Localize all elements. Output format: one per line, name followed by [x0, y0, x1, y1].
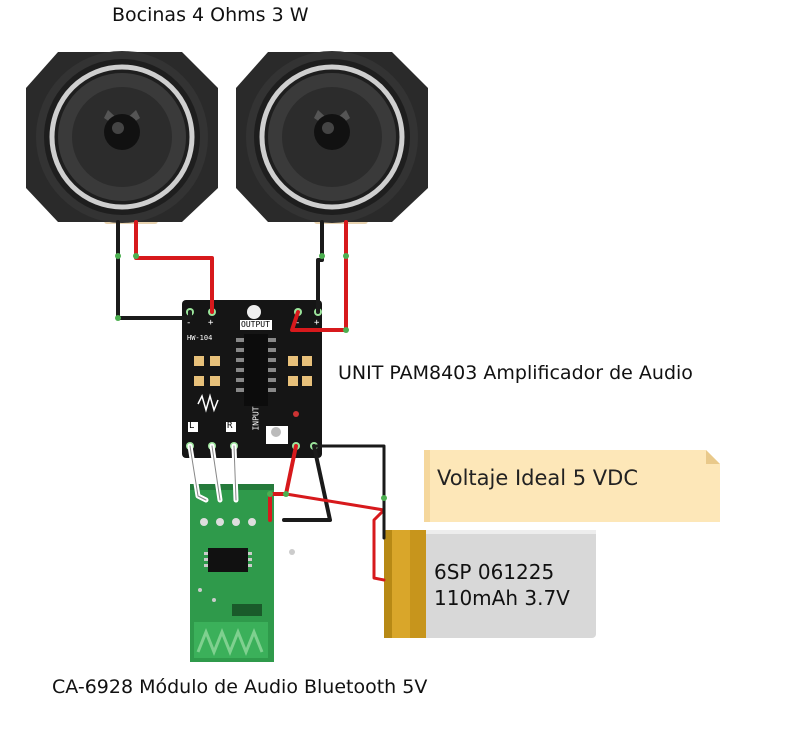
voltage-note-text: Voltaje Ideal 5 VDC: [437, 466, 639, 490]
board-minus-left: -: [186, 318, 192, 328]
wire-audio-l-outline: [189, 445, 207, 501]
wire-audio-r-outline: [233, 445, 237, 501]
wire-power-red-batt: [284, 492, 386, 582]
board-model-label: HW-104: [187, 334, 213, 342]
battery: [384, 530, 596, 638]
wire-spk-right-red: [290, 220, 348, 332]
amplifier-board: [182, 300, 322, 458]
speaker-right: [236, 51, 428, 224]
speakers-label: Bocinas 4 Ohms 3 W: [112, 4, 309, 26]
battery-model-text: 6SP 061225: [434, 560, 555, 584]
board-plus-right: +: [314, 318, 320, 328]
board-ch-left: L: [189, 421, 195, 431]
speaker-left: [26, 51, 218, 224]
voltage-note: [424, 450, 720, 522]
wire-power-red-bt: [268, 444, 298, 522]
board-output-label: OUTPUT: [241, 320, 270, 329]
wire-audio-gnd-outline: [211, 445, 221, 501]
bluetooth-module-label: CA-6928 Módulo de Audio Bluetooth 5V: [52, 676, 428, 698]
wire-power-black-bt: [282, 444, 332, 522]
battery-spec-text: 110mAh 3.7V: [434, 586, 570, 610]
board-minus-right: -: [295, 318, 301, 328]
wires: [116, 220, 386, 582]
board-ch-right: R: [227, 421, 233, 431]
bluetooth-module: [190, 484, 295, 662]
wire-spk-right-black: [316, 220, 324, 314]
wire-spk-left-black: [116, 220, 192, 320]
board-input-label: INPUT: [251, 406, 261, 431]
board-plus-left: +: [208, 318, 214, 328]
wire-power-black-batt: [312, 444, 386, 540]
junction-dots: [115, 253, 387, 501]
amplifier-label: UNIT PAM8403 Amplificador de Audio: [338, 362, 693, 384]
wire-spk-left-red: [134, 220, 214, 314]
